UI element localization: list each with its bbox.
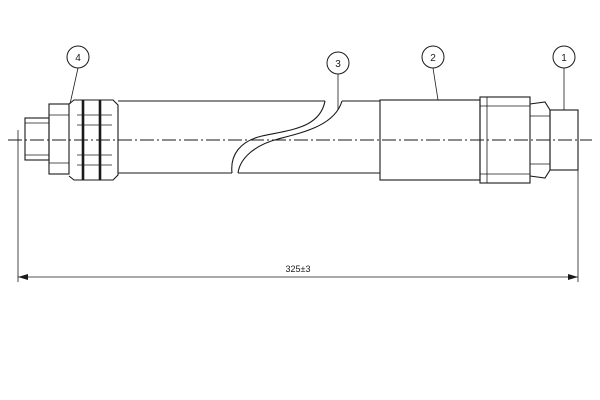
overall-length-dimension: 325±3 xyxy=(17,130,579,282)
callout-3: 3 xyxy=(326,51,350,110)
callout-3-label: 3 xyxy=(335,59,341,70)
callout-4: 4 xyxy=(66,45,90,105)
callout-4-label: 4 xyxy=(75,53,81,64)
right-fitting xyxy=(479,96,579,184)
callout-2: 2 xyxy=(421,45,445,101)
callout-1: 1 xyxy=(552,45,576,110)
hose-body xyxy=(118,100,380,174)
dimension-label: 325±3 xyxy=(286,264,311,274)
callout-1-label: 1 xyxy=(561,53,567,64)
callout-2-label: 2 xyxy=(430,53,436,64)
left-fitting xyxy=(24,99,119,181)
